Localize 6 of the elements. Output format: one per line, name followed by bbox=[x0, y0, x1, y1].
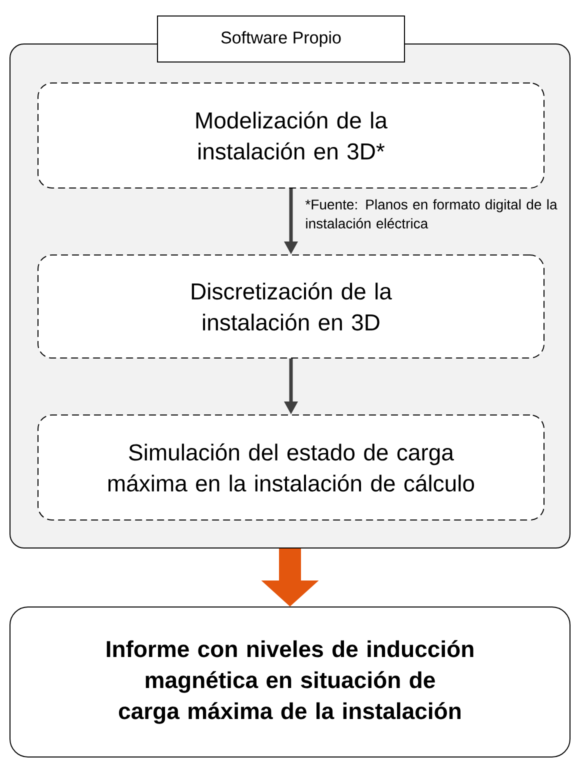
step-box: Discretización de la instalación en 3D bbox=[38, 254, 544, 358]
result-box: Informe con niveles de inducción magnética en situación de carga máxima de la instalación bbox=[10, 606, 570, 758]
footnote: *Fuente: Planos en formato digital de la instalación eléctrica bbox=[305, 199, 558, 228]
step-box: Simulación del estado de carga máxima en la instalación de cálculo bbox=[38, 414, 544, 520]
heading-tab: Software Propio bbox=[157, 16, 405, 62]
step-box: Modelización de la instalación en 3D* bbox=[38, 82, 544, 188]
